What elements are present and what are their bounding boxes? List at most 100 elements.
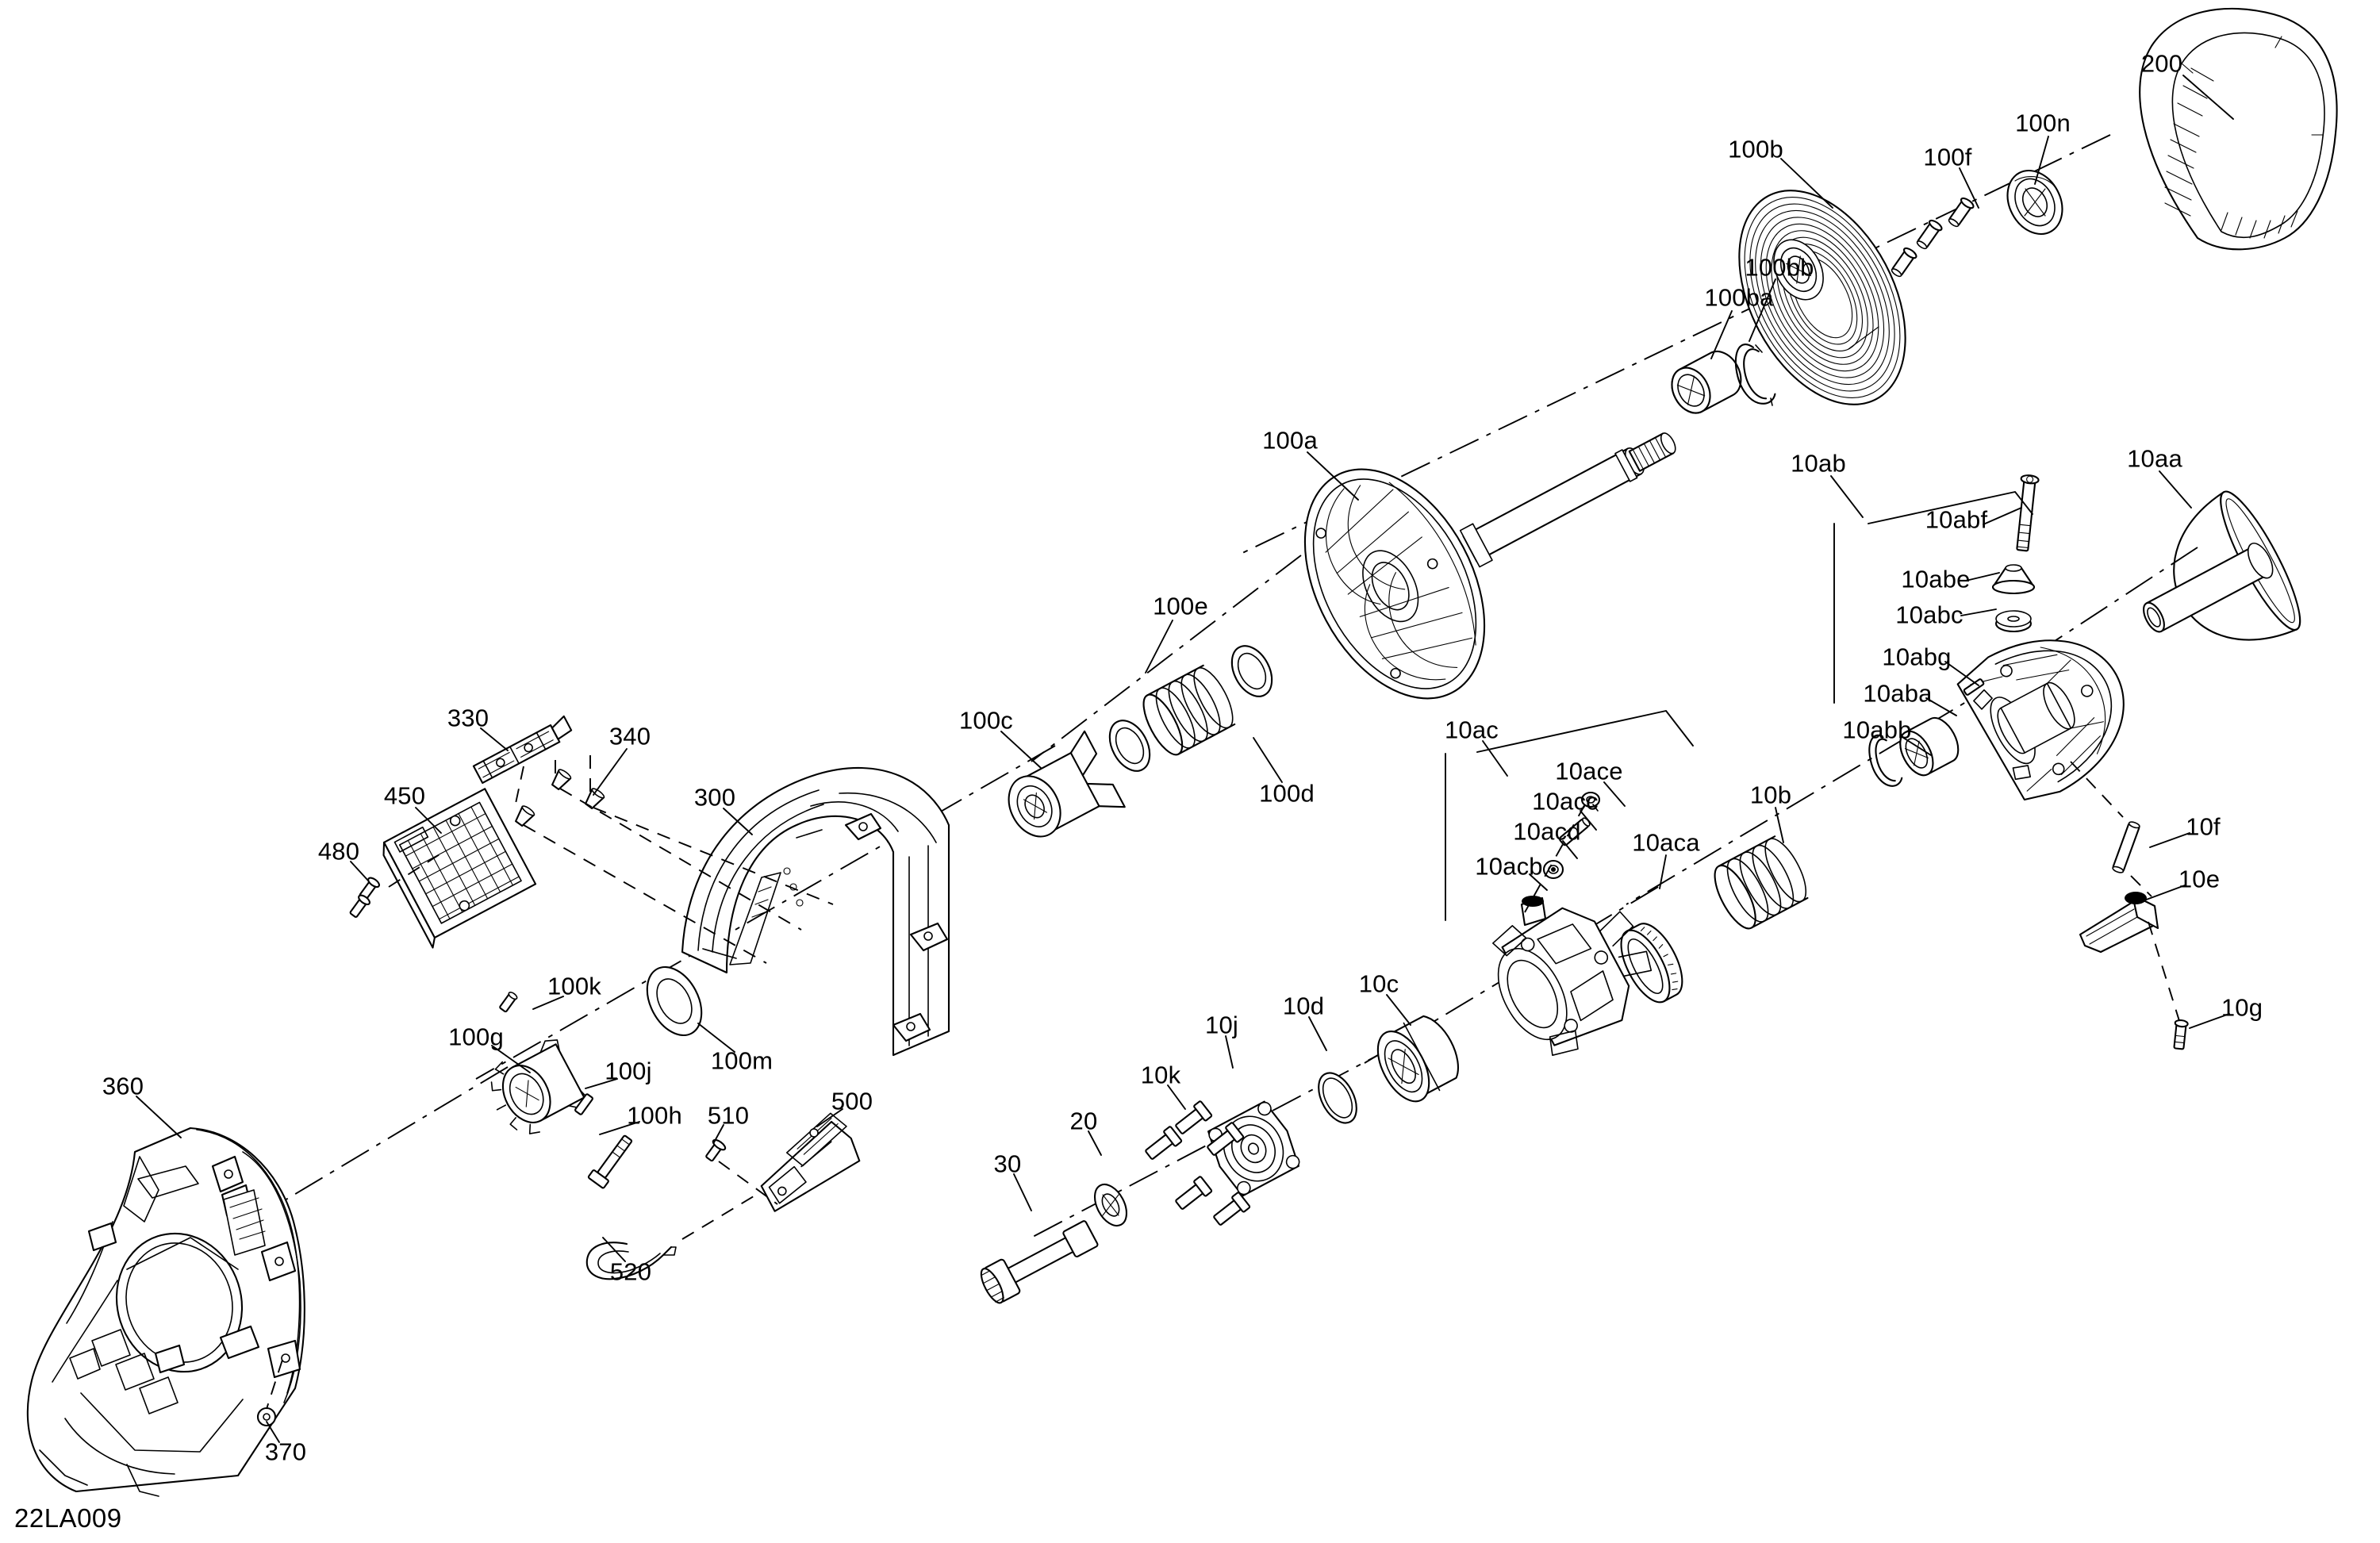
callout-label-30: 30 [993,1150,1022,1178]
callout-label-200: 200 [2140,49,2183,78]
leader-30 [1013,1173,1032,1211]
part-100h-bolt [587,1134,633,1189]
callout-label-10acc: 10acc [1532,787,1599,816]
part-360-housing [26,1127,305,1497]
part-100c-cam [1008,730,1126,838]
part-10acb-nut [1520,896,1547,927]
callout-label-100e: 100e [1153,592,1208,620]
part-100d-spring [1142,664,1236,756]
callout-label-10b: 10b [1749,781,1792,809]
callout-label-10j: 10j [1205,1011,1238,1039]
part-100e-washers [1108,645,1273,772]
leader-200 [2182,75,2234,120]
callout-label-10aba: 10aba [1863,679,1933,708]
callout-label-100ba: 100ba [1704,283,1774,312]
part-200-drive-belt [2139,7,2338,251]
callout-label-100m: 100m [710,1046,774,1075]
callout-label-360: 360 [102,1072,144,1100]
part-10e-lever [2079,892,2181,1024]
part-10abe-cone-washer [1991,564,2036,595]
callout-label-10k: 10k [1140,1061,1181,1089]
assembly-line-10ac-stack [1524,804,1586,913]
part-300-belt-guard [681,767,950,1057]
part-10g-screw [2173,1019,2189,1050]
part-100g-sliding-cam [490,1039,589,1134]
leader-10aa [2159,470,2192,509]
callout-label-500: 500 [831,1087,873,1115]
part-10ab-drive-sheave [1833,491,2125,801]
leader-10ace [1603,781,1626,807]
callout-label-450: 450 [383,781,426,810]
callout-label-100j: 100j [605,1057,652,1085]
callout-label-10abc: 10abc [1895,601,1964,629]
leader-10c [1386,994,1411,1026]
part-20-washer [1093,1183,1128,1227]
leader-340 [593,748,628,796]
callout-label-10aa: 10aa [2127,444,2182,473]
callout-label-10e: 10e [2178,865,2221,893]
part-480-screws [349,877,380,918]
part-30-long-bolt [980,1220,1099,1304]
part-330-bracket [472,715,573,784]
callout-label-100k: 100k [547,972,602,1000]
callout-label-520: 520 [609,1257,652,1286]
part-100a-movable-sheave [1303,432,1676,700]
callout-label-100a: 100a [1262,426,1318,455]
callout-label-10ace: 10ace [1555,757,1623,785]
callout-label-10f: 10f [2186,812,2221,841]
leader-10abf [1983,507,2022,525]
leader-100e [1145,620,1173,674]
part-10abc-washer [1994,610,2033,633]
leader-10j [1225,1035,1234,1069]
part-340-rivets [513,755,834,964]
callout-label-10acb: 10acb [1475,852,1543,881]
callout-label-330: 330 [447,704,489,732]
callout-label-100n: 100n [2015,109,2071,137]
part-10b-spring [1714,835,1809,930]
callout-label-370: 370 [264,1437,307,1466]
callout-label-10d: 10d [1282,992,1325,1020]
callout-label-300: 300 [693,783,736,812]
leader-10d [1308,1016,1327,1051]
leader-10aca [1659,854,1667,889]
leader-20 [1088,1130,1102,1156]
drawing-code: 22LA009 [14,1503,122,1533]
callout-label-100f: 100f [1923,143,1972,171]
part-500-latch [760,1112,861,1212]
leader-10b [1775,807,1784,843]
part-100k-pin [499,992,518,1013]
part-10ac-spider [1445,710,1694,1057]
part-10d-oring [1318,1072,1357,1124]
part-100m-washer [646,965,703,1037]
part-10k-bolts [1145,1100,1251,1226]
callout-label-100c: 100c [958,706,1014,735]
part-100j-pin [574,1093,593,1115]
callout-label-10abg: 10abg [1882,643,1952,671]
leader-360 [136,1096,182,1138]
callout-label-10abb: 10abb [1842,716,1912,744]
part-100n-bearing [2006,169,2063,236]
callout-label-10c: 10c [1358,969,1399,998]
callout-label-20: 20 [1069,1107,1098,1135]
part-10f-pin [2070,761,2152,897]
part-450-mesh-panel [382,788,537,949]
part-10c-bearing [1376,1015,1459,1103]
part-100bb-circlip [1734,344,1776,406]
part-10abb-circlip [1868,734,1903,787]
part-10acd-washer [1542,859,1564,880]
callout-label-510: 510 [707,1101,750,1130]
callout-label-100d: 100d [1259,779,1315,808]
callout-label-100b: 100b [1728,135,1783,163]
callout-label-10acd: 10acd [1513,817,1581,846]
callout-label-100g: 100g [448,1023,504,1051]
part-10aa-drive-face [2143,490,2301,641]
callout-label-100h: 100h [627,1101,682,1130]
part-10abf-bolt [2016,474,2040,552]
leader-10abe [1965,572,2000,582]
part-10ace-roller [1580,791,1601,812]
leader-10k [1167,1084,1186,1110]
callout-label-10g: 10g [2221,993,2263,1022]
part-10aca-ramp-ring [1620,923,1683,1004]
